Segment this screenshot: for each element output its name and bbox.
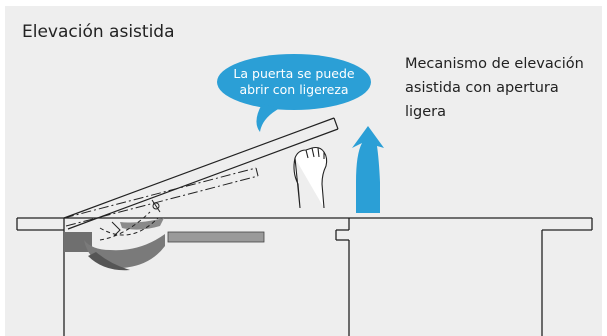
hinge-mechanism: [64, 218, 265, 271]
hinge-arm: [99, 211, 159, 241]
door-ghost: [63, 167, 259, 227]
caption-line-2: asistida con apertura: [405, 80, 559, 96]
arrow-up-icon: [352, 126, 384, 213]
caption-line-3: ligera: [405, 104, 447, 120]
cabinet: [16, 217, 593, 336]
speech-bubble-icon: [217, 54, 371, 132]
bubble-line-2: abrir con ligereza: [239, 82, 349, 97]
bubble-line-1: La puerta se puede: [233, 66, 355, 81]
door-open: [63, 117, 339, 230]
caption-line-1: Mecanismo de elevación: [405, 56, 584, 72]
speech-bubble-text: La puerta se puede abrir con ligereza: [220, 66, 368, 98]
hand-icon: [293, 146, 328, 209]
hinge-arm-detail: [111, 199, 161, 237]
diagram-title: Elevación asistida: [22, 22, 175, 42]
diagram-caption: Mecanismo de elevación asistida con aper…: [405, 52, 595, 124]
